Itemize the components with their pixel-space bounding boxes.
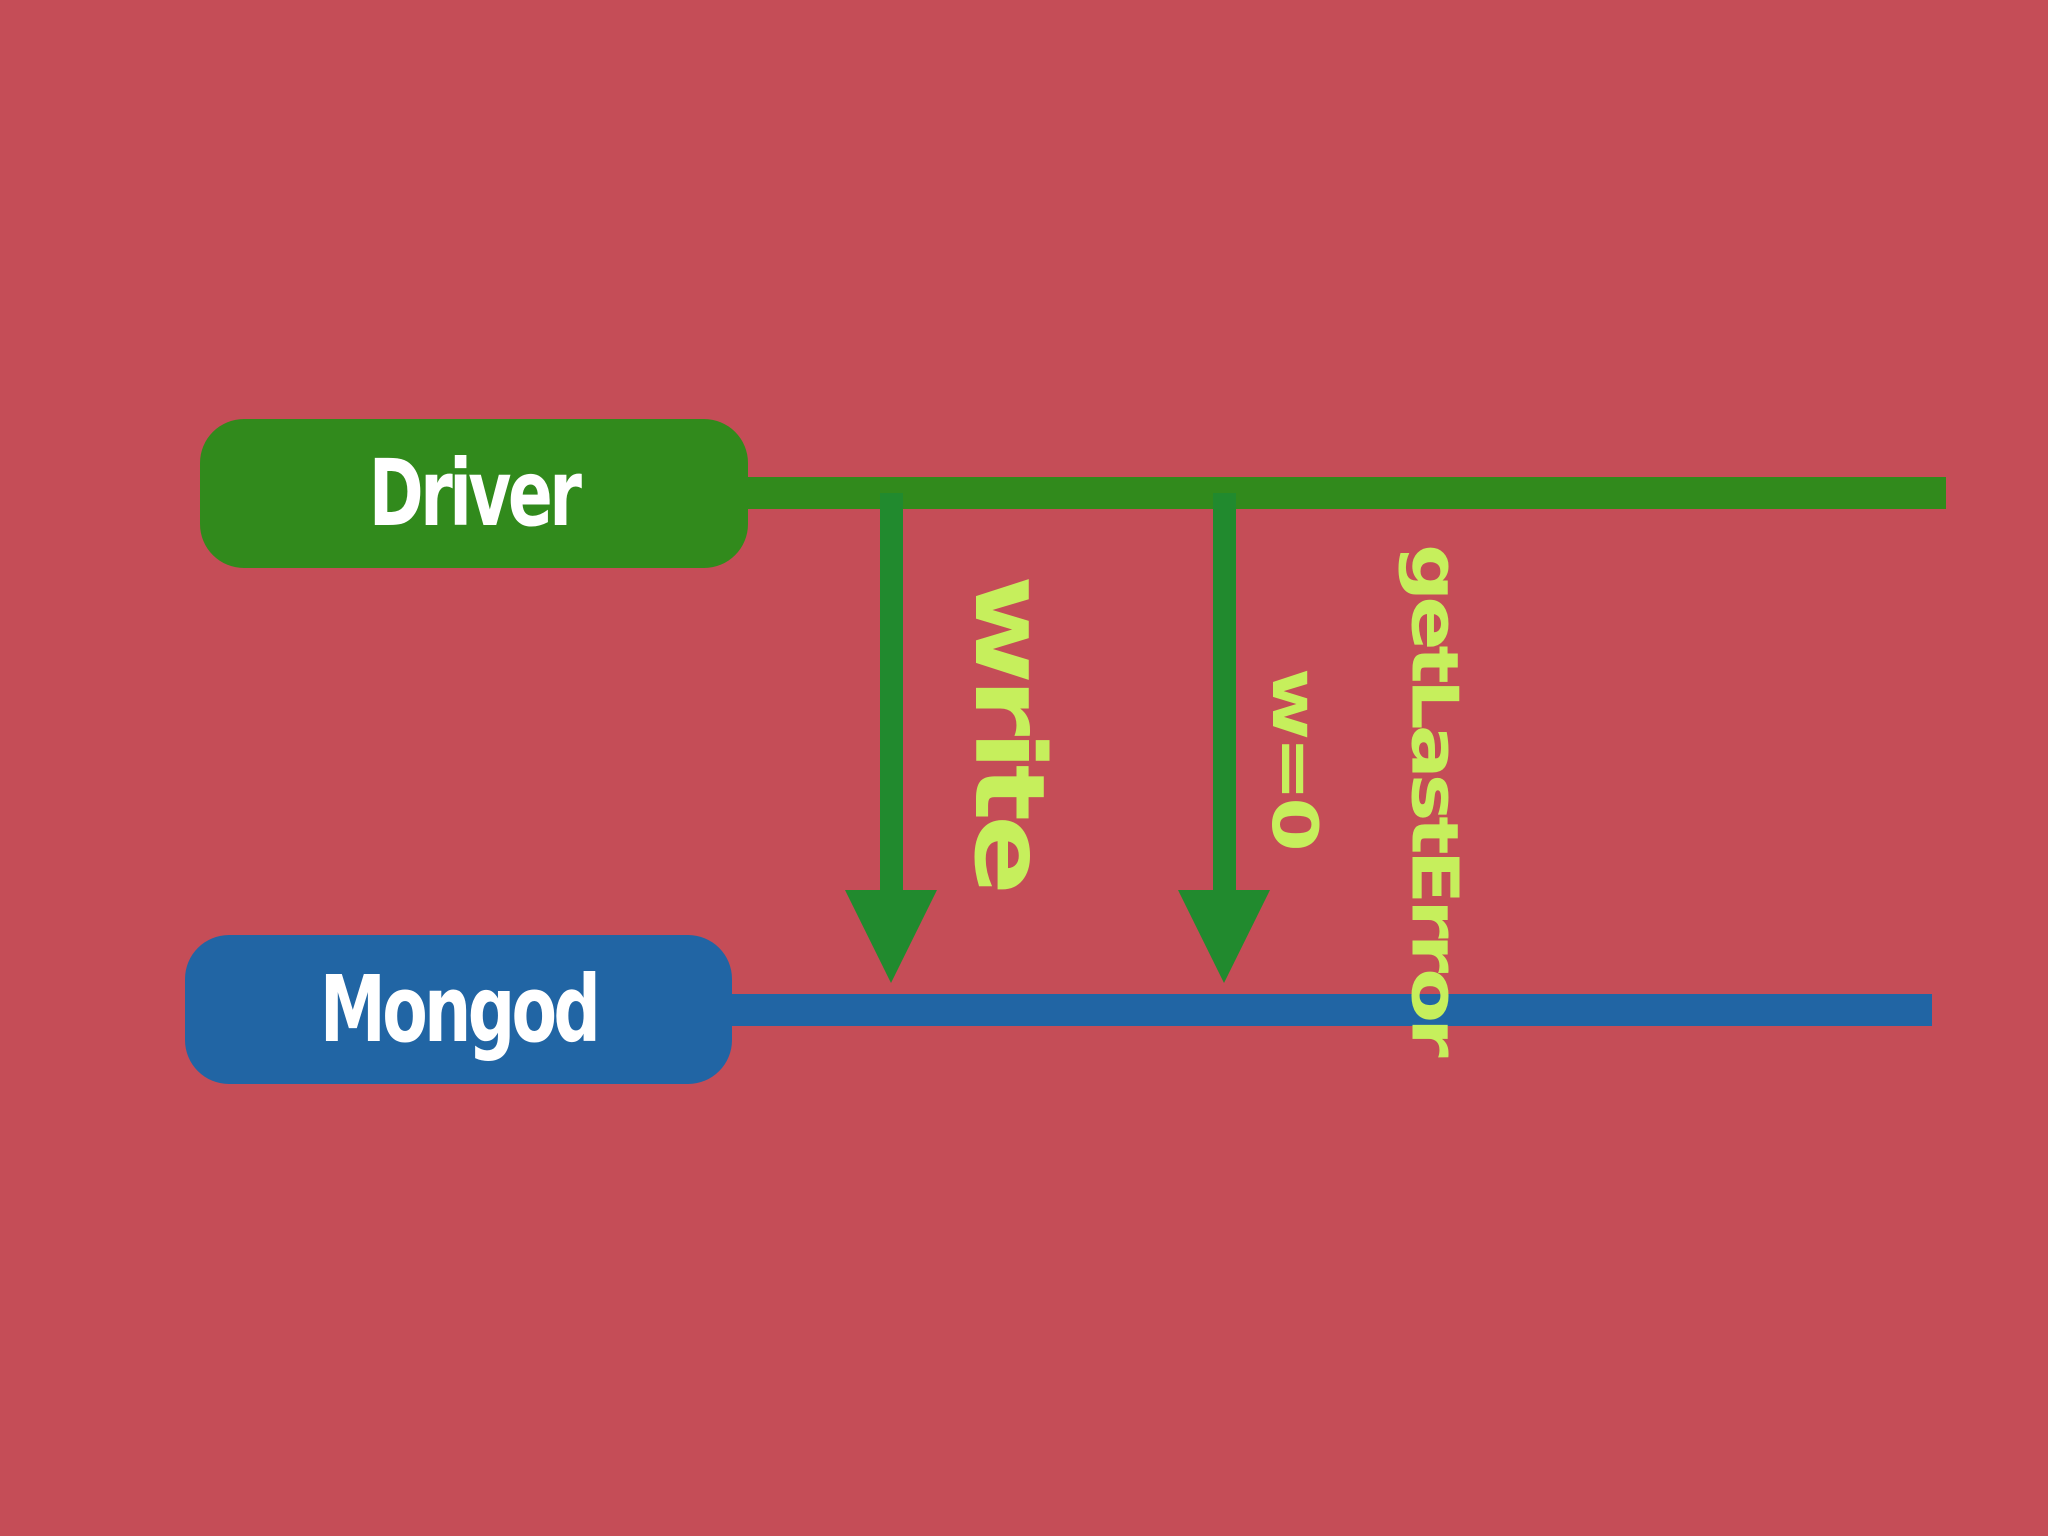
getlasterror-arrow-label: getLastError <box>1397 544 1472 1053</box>
getlasterror-arrow-head <box>1178 890 1270 983</box>
write-concern-label: w=0 <box>1257 668 1330 848</box>
mongod-label: Mongod <box>319 956 601 1063</box>
getlasterror-arrow-shaft <box>1213 493 1236 908</box>
mongod-timeline <box>725 994 1932 1026</box>
write-arrow-shaft <box>880 493 903 908</box>
driver-node: Driver <box>200 419 748 568</box>
mongod-node: Mongod <box>185 935 732 1084</box>
driver-timeline <box>740 477 1946 509</box>
driver-label: Driver <box>369 440 582 547</box>
write-arrow-head <box>845 890 937 983</box>
write-arrow-label: write <box>953 575 1067 890</box>
